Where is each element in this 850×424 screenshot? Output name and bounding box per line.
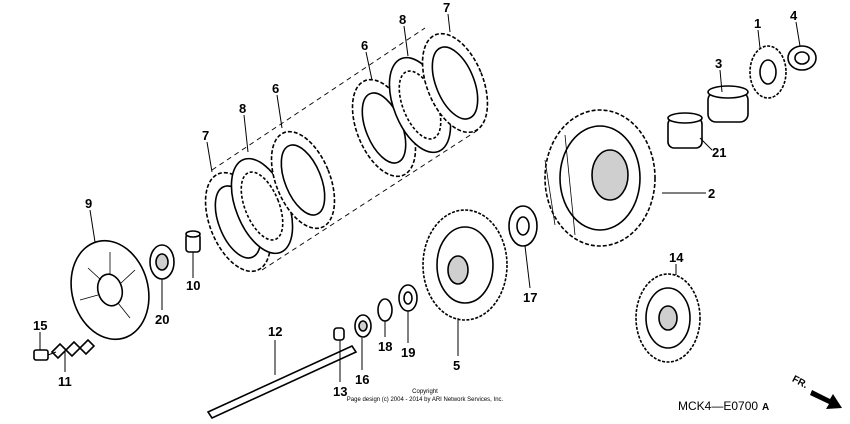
callout-8-left: 8 bbox=[239, 101, 246, 116]
callout-9: 9 bbox=[85, 196, 92, 211]
callout-7-right: 7 bbox=[443, 0, 450, 15]
callout-20: 20 bbox=[155, 312, 169, 327]
clutch-plate-stack bbox=[204, 32, 489, 273]
callout-10: 10 bbox=[186, 278, 200, 293]
callout-15: 15 bbox=[33, 318, 47, 333]
diagram-code-suffix: A bbox=[762, 402, 769, 413]
callout-12: 12 bbox=[268, 324, 282, 339]
callout-7-left: 7 bbox=[202, 128, 209, 143]
primary-drive-gear-14 bbox=[635, 273, 701, 363]
callout-18: 18 bbox=[378, 339, 392, 354]
clutch-outer-2 bbox=[544, 109, 656, 247]
callout-19: 19 bbox=[401, 345, 415, 360]
callout-17: 17 bbox=[523, 290, 537, 305]
ball-13 bbox=[333, 327, 345, 341]
clutch-center-5 bbox=[422, 209, 508, 321]
copyright-line-2: Page design (c) 2004 - 2014 by ARI Netwo… bbox=[347, 397, 504, 403]
clutch-spring-11 bbox=[50, 338, 96, 360]
callout-13: 13 bbox=[333, 384, 347, 399]
copyright-line-1: Copyright bbox=[412, 389, 438, 395]
front-arrow-icon bbox=[810, 390, 842, 409]
lifter-piece-10 bbox=[185, 230, 201, 253]
callout-3: 3 bbox=[715, 56, 722, 71]
lifter-rod-12 bbox=[206, 344, 358, 420]
lock-nut-16 bbox=[354, 314, 372, 338]
callout-1: 1 bbox=[754, 16, 761, 31]
callout-5: 5 bbox=[453, 358, 460, 373]
bearing-20 bbox=[149, 244, 175, 280]
front-direction-indicator: FR. bbox=[790, 374, 842, 409]
washer-18 bbox=[377, 298, 393, 322]
callout-6-right: 6 bbox=[361, 38, 368, 53]
copyright-notice: Copyright Page design (c) 2004 - 2014 by… bbox=[347, 389, 504, 403]
collar-3 bbox=[707, 85, 749, 123]
callout-2: 2 bbox=[708, 186, 715, 201]
diagram-code: MCK4—E0700 A bbox=[678, 399, 769, 413]
thrust-washer-17 bbox=[508, 205, 538, 247]
callout-11: 11 bbox=[58, 374, 72, 389]
diagram-code-text: MCK4—E0700 bbox=[678, 399, 758, 413]
callout-21: 21 bbox=[712, 145, 726, 160]
callout-4: 4 bbox=[790, 8, 798, 23]
callout-16: 16 bbox=[355, 372, 369, 387]
pressure-plate-9 bbox=[70, 239, 150, 341]
callout-6-left: 6 bbox=[272, 81, 279, 96]
washer-19 bbox=[398, 284, 418, 312]
callout-8-right: 8 bbox=[399, 12, 406, 27]
callouts: 1 2 3 4 5 6 6 7 7 8 8 9 10 11 12 13 14 1… bbox=[33, 0, 798, 399]
bolt-15 bbox=[33, 349, 57, 361]
callout-14: 14 bbox=[669, 250, 684, 265]
friction-disk-6-left bbox=[270, 130, 336, 230]
oil-pump-drive-sprocket-1 bbox=[749, 45, 787, 99]
friction-disk-7-right bbox=[421, 32, 489, 134]
washer-4 bbox=[787, 45, 817, 71]
plate-stack-guides bbox=[211, 27, 479, 271]
leader-lines bbox=[39, 13, 801, 382]
front-label: FR. bbox=[790, 374, 810, 391]
needle-bearing-21 bbox=[667, 112, 703, 149]
